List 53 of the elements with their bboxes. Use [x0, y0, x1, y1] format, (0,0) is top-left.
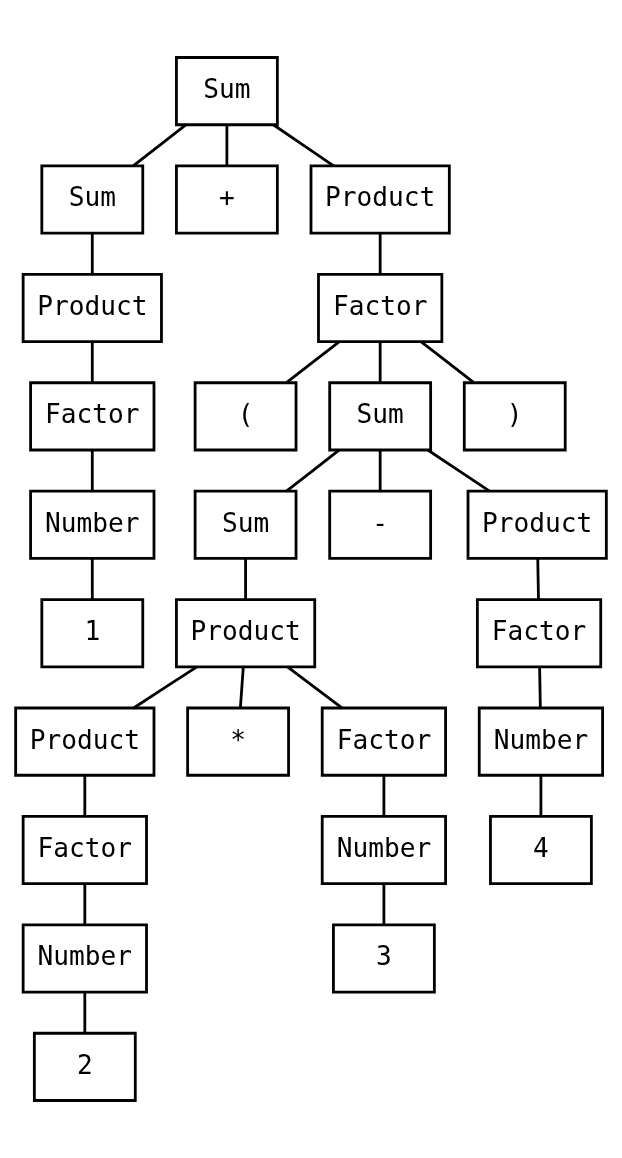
node-box: Factor	[21, 815, 148, 886]
node-box: -	[328, 489, 433, 560]
node-box: Number	[477, 706, 604, 777]
connector	[132, 123, 187, 167]
node-box: Sum	[40, 164, 145, 235]
node-box: Number	[29, 489, 156, 560]
node-box: Sum	[175, 56, 279, 127]
connector	[83, 883, 87, 925]
node-box: )	[462, 381, 567, 452]
node-box: Factor	[29, 381, 156, 452]
node-box: 4	[489, 815, 593, 886]
connector	[382, 883, 386, 925]
connector	[285, 449, 340, 493]
connector	[420, 340, 475, 384]
node-box: Factor	[320, 706, 447, 777]
connector	[90, 558, 94, 600]
connector	[90, 233, 94, 275]
connector	[536, 558, 540, 600]
connector	[225, 125, 229, 166]
node-box: Product	[21, 272, 163, 343]
connector	[378, 450, 382, 492]
node-box: 3	[332, 923, 436, 994]
node-box: *	[186, 706, 290, 777]
node-box: Sum	[193, 489, 298, 560]
connector	[427, 449, 491, 493]
connector	[378, 341, 382, 383]
connector	[83, 992, 87, 1034]
node-box: Factor	[475, 598, 603, 669]
connector	[83, 775, 87, 817]
connector	[272, 123, 335, 168]
connector	[285, 340, 340, 384]
node-box: Product	[14, 706, 156, 777]
node-box: (	[193, 381, 298, 452]
node-box: Factor	[317, 272, 444, 343]
node-box: Product	[466, 489, 608, 560]
node-box: Sum	[328, 381, 433, 452]
connector	[378, 233, 382, 275]
node-box: Number	[320, 815, 447, 886]
connector	[238, 666, 245, 709]
node-box: Product	[309, 164, 451, 235]
node-box: Number	[21, 923, 148, 994]
connector	[382, 775, 386, 817]
node-box: 2	[32, 1031, 137, 1102]
connector	[286, 665, 343, 710]
node-box: 1	[40, 598, 145, 669]
connector	[244, 558, 247, 600]
connector	[90, 450, 94, 492]
node-box: +	[175, 164, 279, 235]
connector	[90, 341, 94, 383]
node-box: Product	[175, 598, 317, 669]
connector	[132, 665, 198, 710]
connector	[539, 775, 543, 817]
connector	[538, 667, 542, 708]
